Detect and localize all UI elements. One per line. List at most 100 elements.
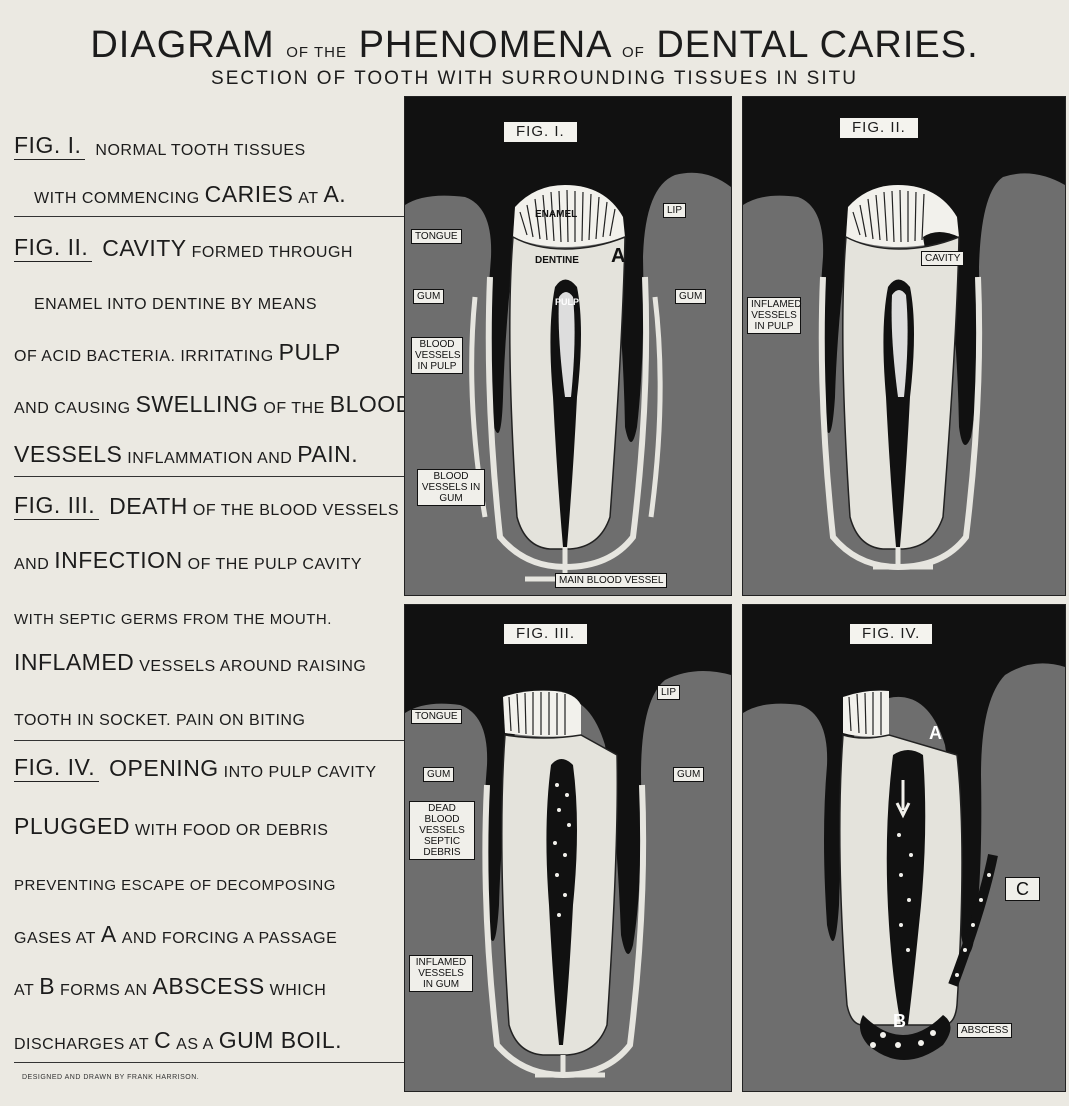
- legend-line-16: GASES AT A AND FORCING A PASSAGE: [14, 918, 404, 948]
- legend-text: AND CAUSING: [14, 400, 131, 418]
- title-dental-caries: DENTAL CARIES.: [656, 24, 978, 66]
- fig1-main-vessel-label: MAIN BLOOD VESSEL: [555, 573, 667, 588]
- fig4-abscess-label: ABSCESS: [957, 1023, 1012, 1038]
- legend-fig2-heading: FIG. II.: [14, 234, 92, 262]
- legend-fig3-heading: FIG. III.: [14, 492, 99, 520]
- legend-text: WHICH: [270, 982, 327, 1000]
- legend-text: AT: [298, 190, 318, 208]
- legend-text: WITH COMMENCING: [34, 190, 200, 208]
- legend-text: INFLAMMATION AND: [127, 450, 292, 468]
- legend-text: DISCHARGES AT: [14, 1036, 149, 1054]
- legend-text: AS A: [176, 1036, 214, 1054]
- legend-line-12: TOOTH IN SOCKET. PAIN ON BITING: [14, 700, 404, 730]
- fig4-a-label: A: [929, 723, 942, 744]
- fig1-gum-left-label: GUM: [413, 289, 444, 304]
- fig3-label: FIG. III.: [503, 623, 588, 645]
- fig2-panel: FIG. II. CAVITY INFLAMED VESSELS IN PULP: [742, 96, 1066, 596]
- fig2-drawing: [743, 97, 1065, 595]
- legend-text: VESSELS AROUND RAISING: [139, 658, 366, 676]
- fig1-dentine-label: DENTINE: [535, 255, 579, 266]
- legend-emphasis: OPENING: [109, 755, 219, 782]
- legend-line-9: AND INFECTION OF THE PULP CAVITY: [14, 544, 404, 574]
- legend-divider: [14, 1062, 404, 1063]
- fig4-panel: FIG. IV. A B C ABSCESS: [742, 604, 1066, 1092]
- fig3-gum-right-label: GUM: [673, 767, 704, 782]
- legend-line-17: AT B FORMS AN ABSCESS WHICH: [14, 970, 404, 1000]
- fig1-pulp-label: PULP: [555, 297, 579, 307]
- title-of-the: OF THE: [286, 44, 347, 61]
- legend-emphasis: SWELLING: [136, 391, 259, 418]
- legend-text: AT: [14, 982, 34, 1000]
- legend-divider: [14, 216, 404, 217]
- legend-line-5: OF ACID BACTERIA. IRRITATING PULP: [14, 336, 404, 366]
- legend-line-2: WITH COMMENCING CARIES AT A.: [34, 178, 424, 208]
- fig2-cavity-label: CAVITY: [921, 251, 964, 266]
- fig3-lip-label: LIP: [657, 685, 680, 700]
- legend-emphasis: PLUGGED: [14, 813, 130, 840]
- legend-line-13: FIG. IV. OPENING INTO PULP CAVITY: [14, 752, 404, 782]
- legend-text: NORMAL TOOTH TISSUES: [95, 142, 305, 160]
- legend-line-8: FIG. III. DEATH OF THE BLOOD VESSELS: [14, 490, 404, 520]
- legend-emphasis: INFLAMED: [14, 649, 134, 676]
- legend-emphasis: PAIN.: [297, 441, 358, 468]
- fig1-lip-label: LIP: [663, 203, 686, 218]
- legend-emphasis: ABSCESS: [153, 973, 265, 1000]
- fig3-panel: FIG. III. LIP TONGUE GUM GUM DEAD BLOOD …: [404, 604, 732, 1092]
- title-phenomena: PHENOMENA: [359, 24, 611, 66]
- title-of: OF: [622, 44, 645, 61]
- legend-emphasis: INFECTION: [54, 547, 182, 574]
- legend-text: WITH FOOD OR DEBRIS: [135, 822, 329, 840]
- fig4-c-label: C: [1005, 877, 1040, 901]
- fig1-blood-vessels-pulp-label: BLOOD VESSELS IN PULP: [411, 337, 463, 374]
- fig3-tongue-label: TONGUE: [411, 709, 462, 724]
- fig1-a-label: A: [611, 245, 625, 268]
- legend-text: FORMS AN: [60, 982, 148, 1000]
- legend-line-11: INFLAMED VESSELS AROUND RAISING: [14, 646, 404, 676]
- fig4-label: FIG. IV.: [849, 623, 933, 645]
- legend-line-14: PLUGGED WITH FOOD OR DEBRIS: [14, 810, 404, 840]
- legend-emphasis: B: [39, 973, 55, 1000]
- fig1-label: FIG. I.: [503, 121, 578, 143]
- legend-emphasis: CAVITY: [102, 235, 186, 262]
- legend-panel: FIG. I. NORMAL TOOTH TISSUES WITH COMMEN…: [14, 120, 404, 1070]
- legend-emphasis: DEATH: [109, 493, 188, 520]
- legend-emphasis: PULP: [279, 339, 341, 366]
- legend-text: INTO PULP CAVITY: [224, 764, 377, 782]
- fig1-tongue-label: TONGUE: [411, 229, 462, 244]
- fig4-b-label: B: [893, 1011, 906, 1032]
- legend-text: OF THE PULP CAVITY: [188, 556, 362, 574]
- legend-fig1-heading: FIG. I.: [14, 132, 85, 160]
- fig2-inflamed-label: INFLAMED VESSELS IN PULP: [747, 297, 801, 334]
- legend-emphasis: CARIES: [205, 181, 294, 208]
- legend-line-1: FIG. I. NORMAL TOOTH TISSUES: [14, 130, 404, 160]
- legend-fig4-heading: FIG. IV.: [14, 754, 99, 782]
- legend-emphasis: GUM BOIL.: [219, 1027, 342, 1054]
- legend-text: AND FORCING A PASSAGE: [122, 930, 338, 948]
- legend-emphasis: C: [154, 1027, 171, 1054]
- legend-line-15: PREVENTING ESCAPE OF DECOMPOSING: [14, 864, 404, 894]
- legend-text: GASES AT: [14, 930, 96, 948]
- legend-line-7: VESSELS INFLAMMATION AND PAIN.: [14, 438, 404, 468]
- fig1-enamel-label: ENAMEL: [535, 209, 577, 220]
- subtitle: SECTION OF TOOTH WITH SURROUNDING TISSUE…: [0, 68, 1069, 90]
- fig1-panel: FIG. I. ENAMEL DENTINE A PULP LIP TONGUE…: [404, 96, 732, 596]
- fig1-gum-right-label: GUM: [675, 289, 706, 304]
- legend-line-18: DISCHARGES AT C AS A GUM BOIL.: [14, 1024, 404, 1054]
- legend-emphasis: A.: [323, 181, 346, 208]
- fig3-inflamed-label: INFLAMED VESSELS IN GUM: [409, 955, 473, 992]
- legend-line-3: FIG. II. CAVITY FORMED THROUGH: [14, 232, 404, 262]
- legend-line-10: WITH SEPTIC GERMS FROM THE MOUTH.: [14, 598, 404, 628]
- legend-divider: [14, 740, 404, 741]
- fig3-gum-left-label: GUM: [423, 767, 454, 782]
- legend-divider: [14, 476, 404, 477]
- legend-line-6: AND CAUSING SWELLING OF THE BLOOD: [14, 388, 404, 418]
- legend-text: OF ACID BACTERIA. IRRITATING: [14, 348, 274, 366]
- fig2-label: FIG. II.: [839, 117, 919, 139]
- legend-text: FORMED THROUGH: [192, 244, 353, 262]
- legend-emphasis: BLOOD: [330, 391, 413, 418]
- legend-text: AND: [14, 556, 49, 574]
- fig3-dead-vessels-label: DEAD BLOOD VESSELS SEPTIC DEBRIS: [409, 801, 475, 860]
- legend-emphasis: VESSELS: [14, 441, 122, 468]
- legend-line-4: ENAMEL INTO DENTINE BY MEANS: [34, 284, 424, 314]
